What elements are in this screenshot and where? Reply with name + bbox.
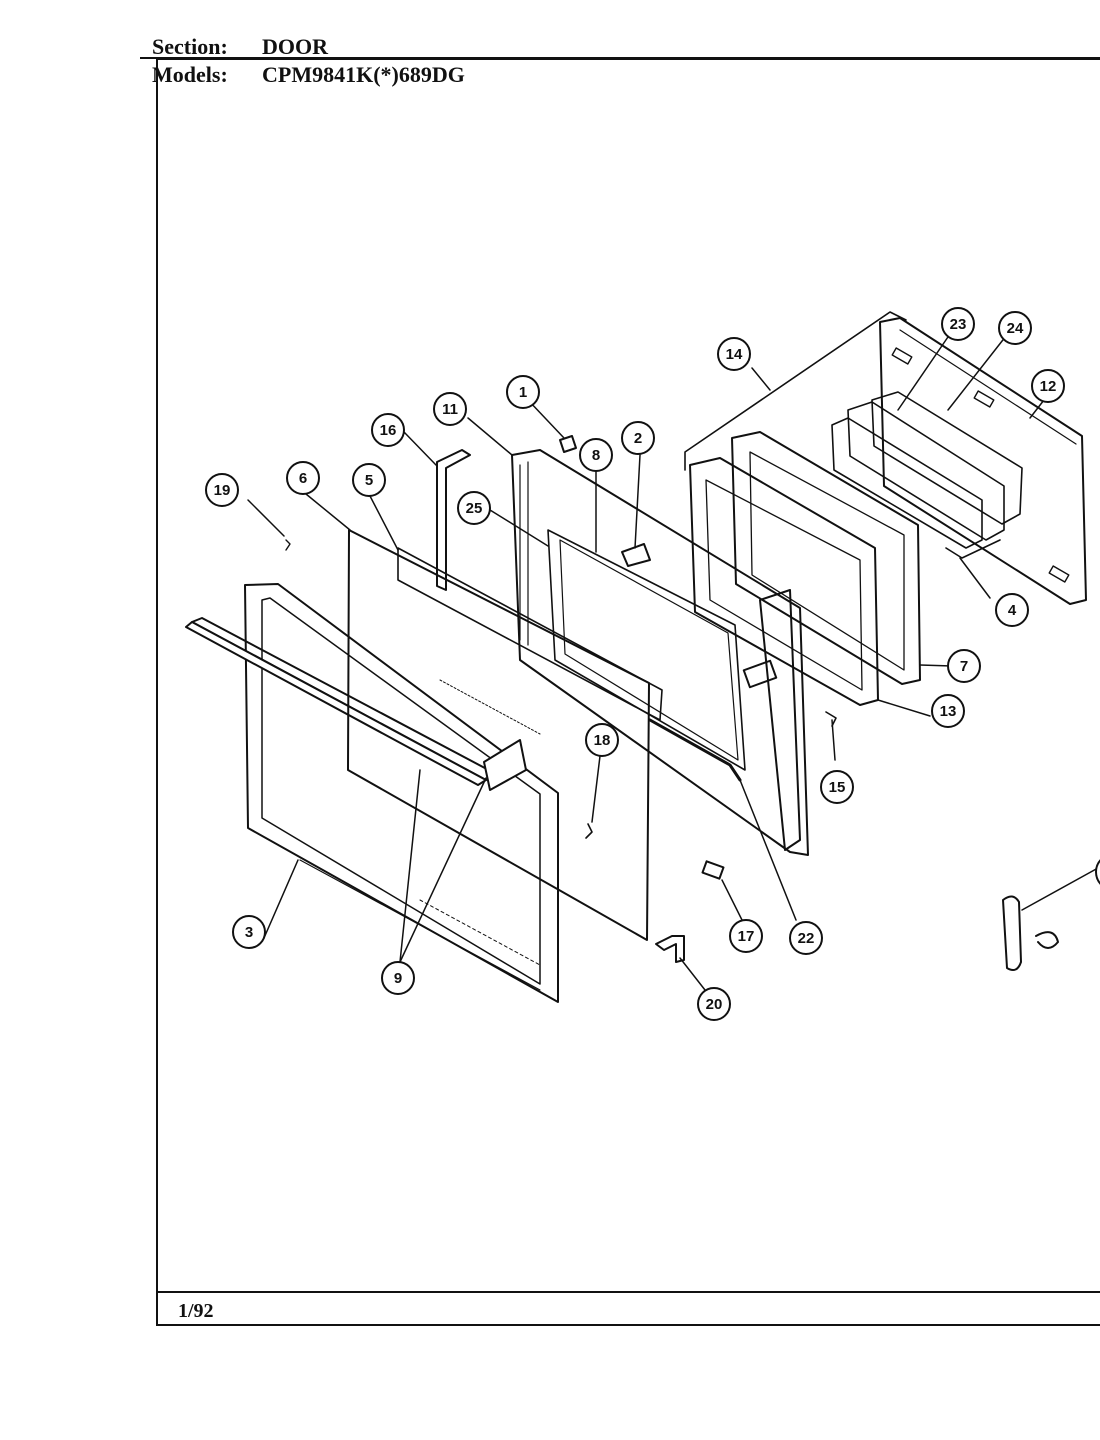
inner-door-liner: [511, 449, 809, 856]
callout-2: 2: [621, 421, 655, 455]
clip-part: [559, 435, 577, 453]
callout-23: 23: [941, 307, 975, 341]
callout-6: 6: [286, 461, 320, 495]
footer-date-code: 1/92: [178, 1300, 214, 1322]
callout-19: 19: [205, 473, 239, 507]
callout-circle: [457, 491, 491, 525]
callout-circle: [433, 392, 467, 426]
inner-panel-assembly: [689, 391, 1023, 706]
assembly-bracket-4: [945, 539, 1001, 559]
callout-circle: [352, 463, 386, 497]
screw-18: [585, 823, 593, 839]
spacer-17: [701, 860, 725, 880]
callout-number: 17: [738, 928, 755, 945]
models-label: Models:: [152, 62, 228, 87]
callout-circle: [381, 961, 415, 995]
callout-number: 22: [798, 930, 815, 947]
callout-number: 5: [365, 472, 373, 489]
callout-circle: [998, 311, 1032, 345]
callout-number: 9: [394, 970, 402, 987]
hinge-part: [1002, 895, 1059, 971]
callout-circle: [585, 723, 619, 757]
callout-number: 4: [1008, 602, 1017, 619]
callout-number: 23: [950, 316, 967, 333]
callout-circle: [232, 915, 266, 949]
callout-circle: [820, 770, 854, 804]
callout-number: 11: [442, 401, 458, 418]
callout-circle: [995, 593, 1029, 627]
callout-number: 24: [1007, 320, 1024, 337]
callout-number: 13: [940, 703, 957, 720]
callout-number: 18: [594, 732, 611, 749]
callout-number: 20: [706, 996, 723, 1013]
callout-22: 22: [789, 921, 823, 955]
callout-16: 16: [371, 413, 405, 447]
screw-15: [825, 711, 837, 727]
callout-1: 1: [506, 375, 540, 409]
callout-circle: [931, 694, 965, 728]
callout-offpage: [1095, 859, 1100, 885]
callout-number: 19: [214, 482, 231, 499]
section-value: DOOR: [262, 34, 328, 59]
side-trim-strip: [436, 449, 471, 591]
callout-25: 25: [457, 491, 491, 525]
callout-number: 16: [380, 422, 397, 439]
callout-circle: [947, 649, 981, 683]
assembly-bracket-14: [684, 311, 907, 471]
callout-17: 17: [729, 919, 763, 953]
footer-rule: [156, 1291, 1100, 1293]
door-handle: [185, 617, 541, 791]
callout-number: 8: [592, 447, 600, 464]
callout-circle: [1031, 369, 1065, 403]
callout-number: 6: [299, 470, 307, 487]
callout-12: 12: [1031, 369, 1065, 403]
screw-19: [285, 539, 291, 551]
callout-4: 4: [995, 593, 1029, 627]
rear-door-panel: [879, 317, 1087, 605]
callout-circle: [697, 987, 731, 1021]
callout-circle: [789, 921, 823, 955]
outer-glass-panel: [347, 529, 650, 941]
callout-15: 15: [820, 770, 854, 804]
callout-8: 8: [579, 438, 613, 472]
bracket-20: [655, 935, 685, 963]
section-label: Section:: [152, 34, 228, 59]
callout-number: 12: [1040, 378, 1057, 395]
callout-number: 15: [829, 779, 846, 796]
callout-circle: [286, 461, 320, 495]
leader-lines: [247, 333, 1099, 991]
page-frame: [156, 58, 1100, 1326]
callout-number: 2: [634, 430, 642, 447]
callout-18: 18: [585, 723, 619, 757]
callout-circle: [579, 438, 613, 472]
callout-14: 14: [717, 337, 751, 371]
callout-number: 3: [245, 924, 253, 941]
callout-circle: [205, 473, 239, 507]
callout-circle: [717, 337, 751, 371]
callout-11: 11: [433, 392, 467, 426]
callout-3: 3: [232, 915, 266, 949]
callout-20: 20: [697, 987, 731, 1021]
callout-circle: [621, 421, 655, 455]
callout-7: 7: [947, 649, 981, 683]
callout-9: 9: [381, 961, 415, 995]
callout-number: 25: [466, 500, 483, 517]
callout-circle: [506, 375, 540, 409]
door-seal: [648, 718, 742, 782]
callout-13: 13: [931, 694, 965, 728]
header-rule: [140, 57, 1100, 59]
callout-5: 5: [352, 463, 386, 497]
callout-number: 7: [960, 658, 968, 675]
callout-number: 1: [519, 384, 527, 401]
callout-circle: [729, 919, 763, 953]
models-value: CPM9841K(*)689DG: [262, 62, 465, 87]
callout-circle: [941, 307, 975, 341]
callout-number: 14: [726, 346, 743, 363]
outer-door-frame: [244, 583, 559, 1003]
callout-circle: [371, 413, 405, 447]
callout-24: 24: [998, 311, 1032, 345]
